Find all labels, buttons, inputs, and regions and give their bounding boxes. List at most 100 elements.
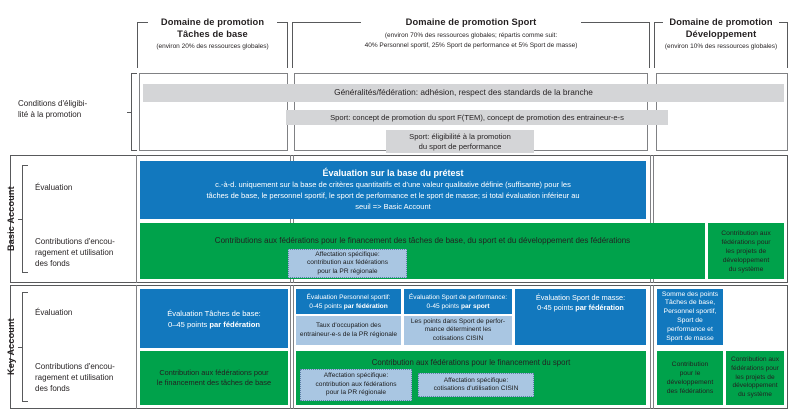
- basic-divider-4: [650, 155, 651, 283]
- key-affectation-cisin: Affectation spécifique: cotisations d'ut…: [418, 373, 534, 397]
- label-basic-evaluation: Évaluation: [35, 183, 73, 192]
- key-divider-5: [653, 285, 654, 409]
- key-affectation-pr-line1: Affectation spécifique:: [323, 372, 389, 380]
- domain-subtitle-line1: (environ 70% des ressources globales; ré…: [384, 31, 558, 39]
- key-contribution-developpement-federations: Contribution pour le développement des f…: [657, 351, 723, 405]
- bracket-key-account: [18, 292, 28, 402]
- bar-sport-concept: Sport: concept de promotion du sport F(T…: [286, 110, 668, 125]
- key-account-block: [10, 285, 788, 409]
- key-points-cisin-line3: cotisations CISIN: [432, 334, 484, 342]
- label-eligibility-line2: lité à la promotion: [18, 110, 82, 119]
- bar-generalites-federation: Généralités/fédération: adhésion, respec…: [143, 84, 784, 102]
- key-contrib-dev-fed-line4: des fédérations: [666, 388, 714, 395]
- basic-divider-3: [293, 155, 294, 283]
- domain-title-line1: Domaine de promotion: [669, 17, 773, 27]
- basic-contribution-developpement-systeme: Contribution aux fédérations pour les pr…: [708, 223, 784, 279]
- basic-divider-1: [136, 155, 137, 283]
- affectation-line3: pour la PR régionale: [317, 267, 378, 275]
- key-points-cisin-line2: mance déterminent les: [424, 326, 492, 334]
- key-eval-sport-performance: Évaluation Sport de performance: 0-45 po…: [404, 289, 512, 314]
- key-eval-performance-line1: Évaluation Sport de performance:: [408, 293, 508, 301]
- domain-subtitle-line1: (environ 10% des ressources globales): [664, 43, 778, 50]
- side-label-key-account: Key Account: [6, 318, 16, 376]
- key-eval-taches-line1: Évaluation Tâches de base:: [167, 308, 261, 318]
- key-eval-taches-de-base: Évaluation Tâches de base: 0–45 points p…: [140, 289, 288, 348]
- side-label-basic-account: Basic Account: [6, 186, 16, 252]
- domain-title-line1: Domaine de promotion Sport: [405, 17, 537, 27]
- bar-sport-eligibilite: Sport: éligibilité à la promotion du spo…: [386, 130, 534, 153]
- key-eval-masse-line1: Évaluation Sport de masse:: [535, 293, 626, 302]
- key-somme-line3: Personnel sportif,: [663, 308, 717, 316]
- key-eval-taches-line2a: 0–45 points: [167, 319, 210, 329]
- basic-evaluation-prestest: Évaluation sur la base du prétest c.-à-d…: [140, 161, 646, 219]
- key-somme-line2: Tâches de base,: [664, 299, 716, 307]
- key-divider-2: [290, 285, 291, 409]
- key-contrib-dev-fed-line2: pour le: [679, 370, 701, 377]
- label-basic-contributions-line3: des fonds: [35, 259, 70, 268]
- key-contribution-developpement-systeme: Contribution aux fédérations pour les pr…: [726, 351, 784, 405]
- bar-sport-eligibilite-line2: du sport de performance: [418, 141, 502, 151]
- basic-account-block: [10, 155, 788, 283]
- key-points-cisin-line1: Les points dans Sport de perfor-: [410, 317, 506, 325]
- key-contrib-taches-line1: Contribution aux fédérations pour: [159, 368, 269, 377]
- key-taux-line1: Taux d'occupation des: [315, 322, 382, 330]
- domain-title-line2: Tâches de base: [177, 28, 248, 39]
- key-contrib-dev-sys-line4: développement: [732, 382, 778, 390]
- bracket-taches-de-base: [137, 22, 288, 68]
- label-basic-contributions-line1: Contributions d'encou-: [35, 237, 115, 246]
- basic-evaluation-line1: c.-à-d. uniquement sur la base de critèr…: [215, 180, 571, 189]
- key-eval-personnel-line1: Évaluation Personnel sportif:: [306, 293, 391, 301]
- basic-divider-2: [290, 155, 291, 283]
- bar-sport-eligibilite-line1: Sport: éligibilité à la promotion: [409, 132, 511, 142]
- key-contrib-dev-sys-line2: fédérations pour: [731, 364, 779, 372]
- dev-systeme-line3: les projets de: [725, 247, 767, 255]
- bracket-sport: [292, 22, 650, 68]
- domain-title-line2: Développement: [685, 28, 757, 39]
- basic-evaluation-line3: seuil => Basic Account: [355, 202, 431, 211]
- key-eval-sport-de-masse: Évaluation Sport de masse: 0-45 points p…: [515, 289, 646, 345]
- key-contrib-dev-sys-line1: Contribution aux: [730, 356, 780, 363]
- key-eval-personnel-line2b: par fédération: [343, 302, 388, 310]
- dev-systeme-line5: du système: [728, 265, 764, 273]
- label-basic-contributions-line2: ragement et utilisation: [35, 248, 114, 257]
- basic-evaluation-title: Évaluation sur la base du prétest: [322, 168, 464, 178]
- key-contribution-taches-de-base: Contribution aux fédérations pour le fin…: [140, 351, 288, 405]
- key-divider-3: [293, 285, 294, 409]
- key-eval-masse-line2a: 0-45 points: [537, 303, 576, 312]
- dev-systeme-line2: fédérations pour: [721, 238, 771, 246]
- label-key-contributions-line1: Contributions d'encou-: [35, 362, 115, 371]
- key-eval-performance-line2a: 0-45 points: [426, 302, 461, 310]
- basic-evaluation-line2: tâches de base, le personnel sportif, le…: [206, 191, 580, 200]
- affectation-line2: contribution aux fédérations: [306, 259, 388, 267]
- key-contrib-dev-fed-line1: Contribution: [671, 361, 709, 368]
- key-taux-line2: entraineur-e-s de la PR régionale: [299, 330, 398, 338]
- key-contrib-dev-fed-line3: développement: [666, 379, 714, 386]
- key-affectation-pr-line3: pour la PR régionale: [325, 389, 387, 397]
- label-basic-contributions: Contributions d'encou- ragement et utili…: [35, 236, 145, 269]
- label-eligibility-line1: Conditions d'éligibi-: [18, 99, 88, 108]
- key-affectation-cisin-line1: Affectation spécifique:: [443, 376, 509, 384]
- label-eligibility: Conditions d'éligibi- lité à la promotio…: [18, 98, 128, 120]
- domain-header-taches-de-base: Domaine de promotion Tâches de base (env…: [137, 17, 288, 70]
- basic-affectation-pr-regionale: Affectation spécifique: contribution aux…: [288, 249, 407, 278]
- label-key-contributions-line2: ragement et utilisation: [35, 373, 114, 382]
- key-eval-taches-line2b: par fédération: [209, 319, 261, 329]
- dev-systeme-line1: Contribution aux: [721, 229, 771, 237]
- key-eval-personnel-line2a: 0-45 points: [309, 302, 344, 310]
- key-contrib-taches-line2: le financement des tâches de base: [156, 378, 272, 387]
- basic-divider-5: [653, 155, 654, 283]
- key-eval-performance-line2b: par sport: [460, 302, 490, 310]
- affectation-line1: Affectation spécifique:: [315, 250, 380, 258]
- key-affectation-cisin-line2: cotisations d'utilisation CISIN: [433, 385, 519, 392]
- label-key-contributions: Contributions d'encou- ragement et utili…: [35, 361, 145, 394]
- label-key-contributions-line3: des fonds: [35, 384, 70, 393]
- bracket-developpement: [654, 22, 788, 68]
- key-affectation-pr-regionale: Affectation spécifique: contribution aux…: [300, 369, 412, 401]
- key-somme-line4: Sport de: [677, 317, 703, 324]
- label-key-evaluation: Évaluation: [35, 308, 73, 317]
- domain-header-developpement: Domaine de promotion Développement (envi…: [654, 17, 788, 70]
- domain-title-line1: Domaine de promotion: [160, 17, 265, 27]
- key-affectation-pr-line2: contribution aux fédérations: [315, 380, 397, 388]
- domain-subtitle-line2: 40% Personnel sportif, 25% Sport de perf…: [364, 41, 578, 49]
